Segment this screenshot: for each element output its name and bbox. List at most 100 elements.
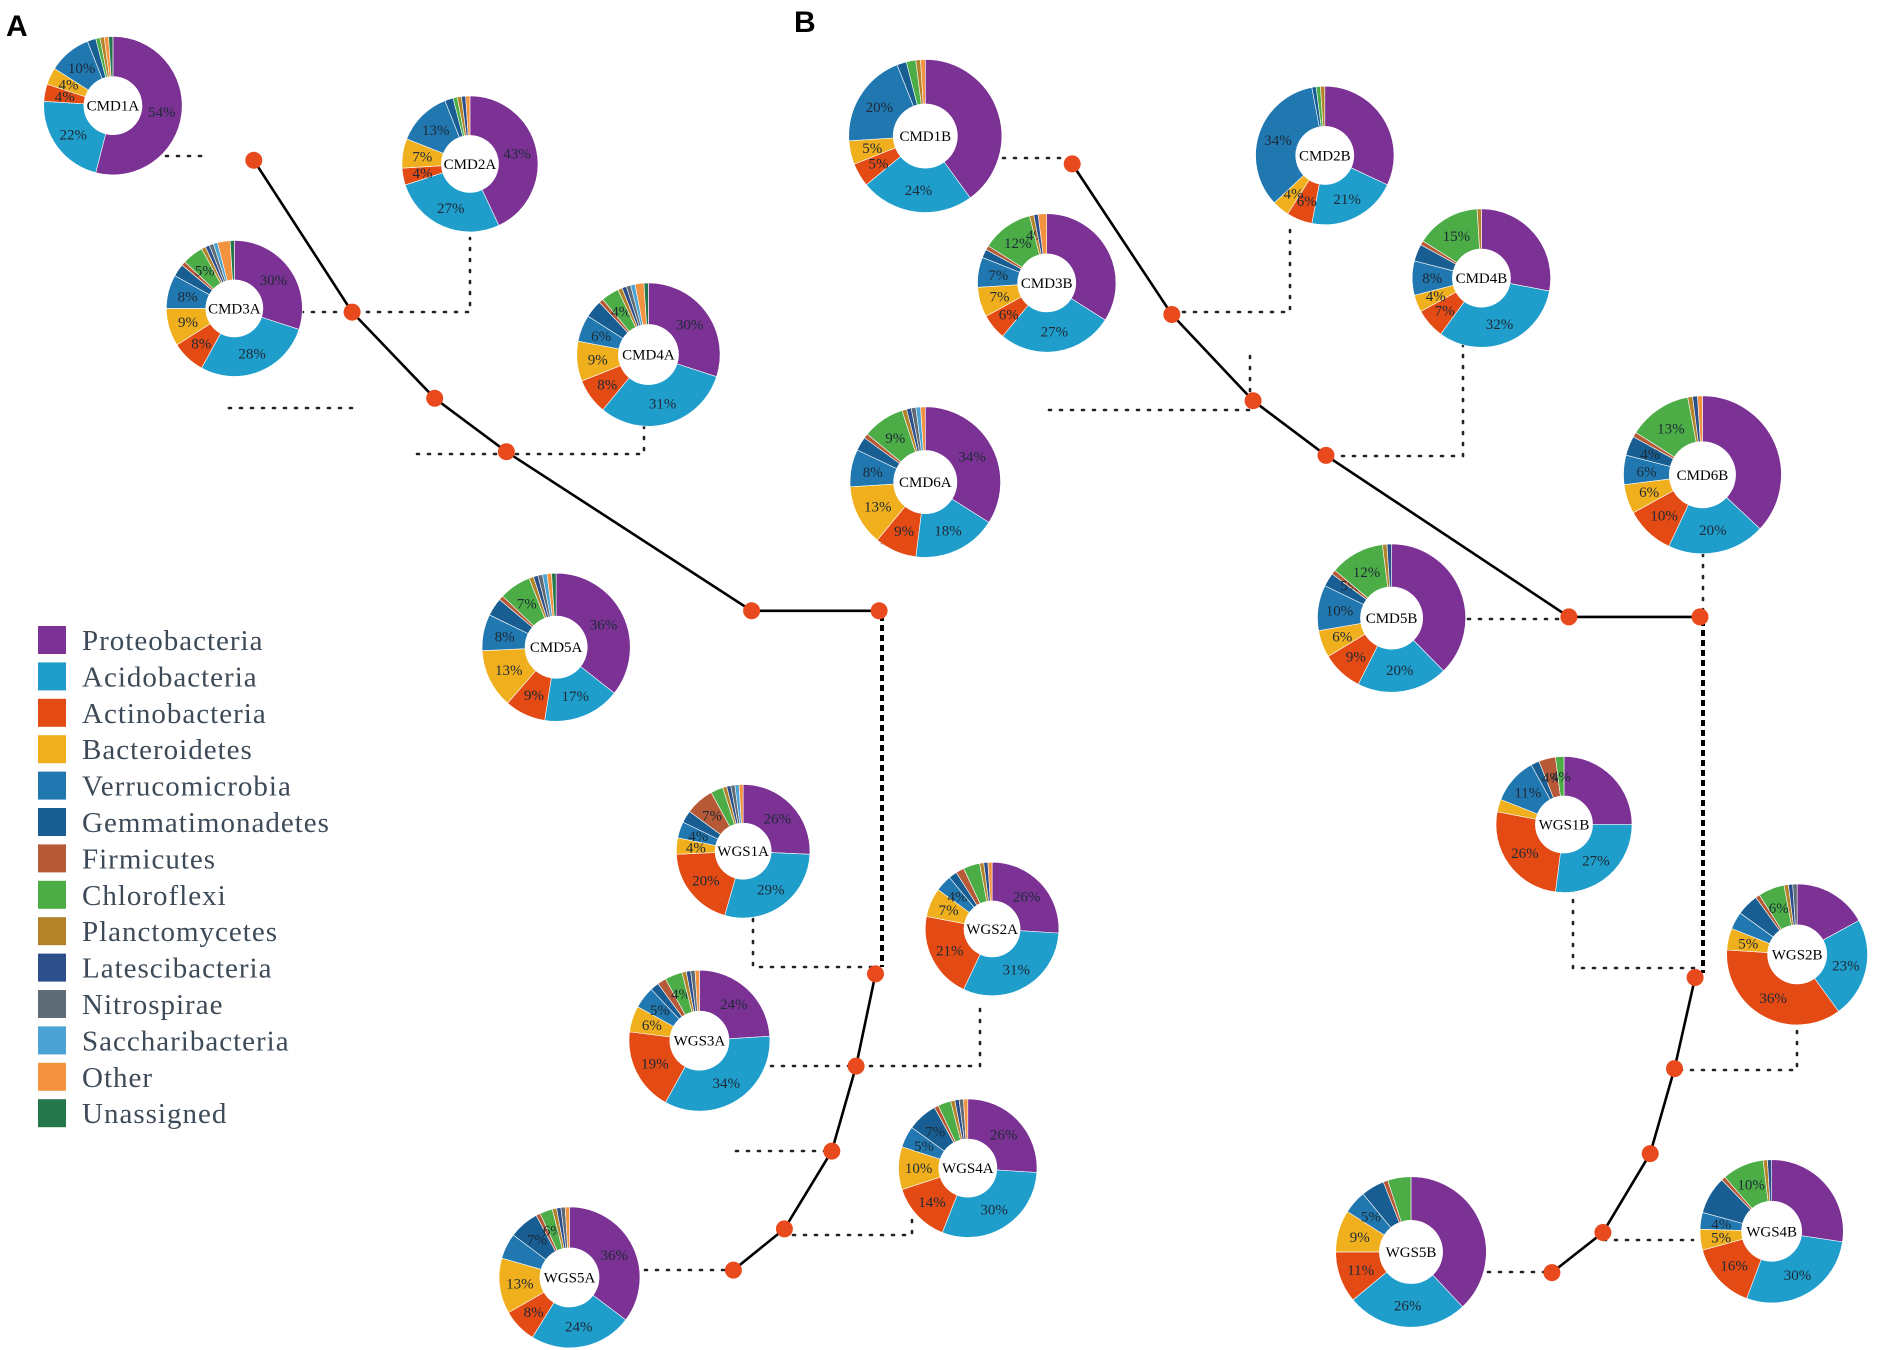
slice-label: 13% (495, 663, 523, 679)
donut-hole (938, 1139, 997, 1198)
legend-label-firmicutes: Firmicutes (82, 843, 216, 875)
legend-swatch-other (38, 1062, 66, 1091)
slice-label: 24% (720, 997, 748, 1013)
slice-label: 26% (990, 1128, 1018, 1144)
donut-hole (1017, 253, 1076, 312)
tree-node (1691, 608, 1709, 626)
tree-node (847, 1057, 865, 1075)
legend-swatch-gemmatimonadetes (38, 808, 66, 836)
donut-wgs2b: 23%36%5%6%WGS2B (1726, 883, 1868, 1026)
slice-label: 13% (422, 123, 450, 139)
sample-label: WGS1A (717, 844, 769, 860)
slice-label: 4% (413, 166, 433, 182)
legend-label-acidobacteria: Acidobacteria (82, 661, 258, 693)
slice-verrucomicrobia (1255, 87, 1320, 204)
slice-label: 24% (905, 183, 933, 199)
slice-label: 34% (958, 449, 986, 465)
slice-label: 5% (195, 263, 215, 279)
donut-hole (893, 103, 958, 169)
slice-label: 7% (517, 597, 537, 613)
donut-hole (441, 135, 499, 193)
slice-label: 31% (649, 396, 677, 412)
slice-label: 15% (1443, 229, 1471, 245)
slice-proteobacteria (1410, 1176, 1487, 1308)
legend-label-verrucomicrobia: Verrucomicrobia (82, 771, 292, 803)
slice-label: 32% (1486, 317, 1514, 333)
slice-label: 4% (1551, 769, 1571, 785)
legend-swatch-verrucomicrobia (38, 771, 66, 800)
tree-node (867, 965, 884, 983)
slice-label: 10% (1326, 604, 1354, 620)
slice-label: 6% (1769, 901, 1789, 917)
slice-label: 14% (918, 1195, 946, 1211)
slice-label: 4% (59, 78, 79, 94)
slice-label: 9% (1346, 650, 1366, 666)
panel-letter-a: A (6, 10, 28, 43)
donut-wgs1a: 26%29%20%4%4%7%WGS1A (676, 784, 811, 919)
donut-hole (1295, 126, 1354, 185)
slice-label: 7% (412, 149, 432, 165)
sample-label: WGS4B (1746, 1224, 1797, 1240)
slice-label: 20% (1699, 523, 1727, 539)
sample-label: CMD1A (87, 99, 140, 115)
slice-label: 6% (1297, 194, 1317, 210)
donut-cmd3a: 30%28%8%9%8%5%CMD3A (166, 240, 303, 377)
sample-label: CMD2A (444, 157, 497, 173)
legend-label-chloroflexi: Chloroflexi (82, 880, 227, 912)
donut-cmd1a: 54%22%4%4%10%CMD1A (43, 36, 183, 176)
slice-label: 36% (601, 1248, 629, 1264)
donut-hole (669, 1011, 730, 1071)
slice-label: 6% (1637, 464, 1657, 480)
tree-node (1063, 155, 1081, 173)
slice-label: 9% (894, 524, 914, 540)
slice-label: 5% (1361, 1210, 1381, 1226)
slice-label: 4% (1426, 289, 1446, 305)
slice-label: 8% (495, 630, 515, 646)
tree-node (823, 1142, 841, 1160)
slice-label: 23% (1832, 958, 1860, 974)
donut-cmd6b: 20%10%6%6%4%13%CMD6B (1623, 395, 1782, 555)
legend-label-bacteroidetes: Bacteroidetes (82, 734, 253, 766)
dotted-connector (1329, 342, 1465, 458)
slice-label: 17% (562, 689, 590, 705)
slice-label: 8% (597, 378, 617, 394)
dotted-connector (288, 236, 472, 314)
donut-hole (1360, 586, 1423, 650)
slice-label: 30% (1784, 1268, 1812, 1284)
slice-label: 34% (1264, 133, 1292, 149)
legend-label-other: Other (82, 1062, 153, 1094)
legend-label-unassigned: Unassigned (82, 1098, 227, 1130)
slice-label: 5% (1738, 937, 1758, 953)
slice-label: 7% (702, 808, 722, 824)
sample-label: WGS3A (674, 1034, 726, 1050)
sample-label: CMD2B (1299, 148, 1351, 164)
slice-label: 10% (1737, 1178, 1765, 1194)
slice-label: 8% (524, 1305, 544, 1321)
slice-label: 5% (869, 157, 889, 173)
donut-wgs4b: 30%16%5%4%10%WGS4B (1699, 1159, 1844, 1304)
sample-label: WGS5A (544, 1270, 596, 1286)
slice-label: 20% (866, 100, 894, 116)
slice-label: 5% (862, 141, 882, 157)
slice-label: 11% (1514, 786, 1541, 802)
slice-label: 31% (1002, 963, 1030, 979)
slice-label: 9% (524, 688, 544, 704)
legend-swatch-firmicutes (38, 844, 66, 873)
slice-label: 8% (178, 289, 198, 305)
slice-label: 27% (1582, 854, 1610, 870)
slice-label: 26% (1013, 890, 1041, 906)
slice-label: 6% (999, 307, 1019, 323)
slice-label: 24% (565, 1320, 593, 1336)
sample-label: WGS1B (1539, 818, 1590, 834)
donut-wgs2a: 26%31%21%7%4%WGS2A (924, 861, 1060, 996)
dotted-connector (703, 1002, 982, 1068)
slice-label: 18% (934, 523, 962, 539)
legend-swatch-chloroflexi (38, 880, 66, 909)
slice-label: 4% (1542, 771, 1562, 787)
donut-cmd3b: 27%6%7%7%12%4%CMD3B (977, 213, 1117, 353)
donut-hole (1741, 1201, 1802, 1262)
legend: ProteobacteriaAcidobacteriaActinobacteri… (38, 625, 329, 1130)
slice-label: 4% (688, 829, 708, 845)
donut-wgs5b: 26%11%9%5%WGS5B (1335, 1176, 1487, 1328)
donut-cmd5b: 20%9%6%10%5%12%CMD5B (1317, 543, 1466, 693)
